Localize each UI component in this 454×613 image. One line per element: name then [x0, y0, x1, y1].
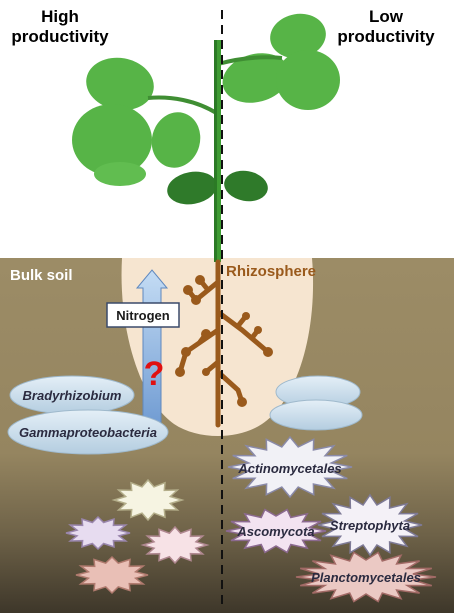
root-nodules	[175, 275, 273, 407]
actinomycetales-label: Actinomycetales	[237, 461, 341, 476]
rhizosphere-label: Rhizosphere	[226, 263, 316, 280]
right-ellipse-bottom	[269, 399, 363, 431]
small-burst-pink	[140, 525, 210, 565]
plant-leaves	[72, 13, 340, 186]
planctomycetales-label: Planctomycetales	[311, 570, 421, 585]
low-productivity-title-line2: productivity	[337, 27, 435, 46]
small-burst-salmon	[75, 555, 149, 595]
gammaproteobacteria-ellipse	[7, 409, 169, 455]
streptophyta-burst	[317, 493, 423, 557]
bulk-soil-label: Bulk soil	[10, 267, 73, 284]
ascomycota-label: Ascomycota	[236, 524, 314, 539]
ascomycota-burst	[225, 508, 327, 554]
high-productivity-title-line1: High	[41, 7, 79, 26]
nitrogen-label-box	[106, 302, 180, 328]
streptophyta-label: Streptophyta	[330, 518, 410, 533]
small-burst-cream	[111, 478, 185, 522]
bradyrhizobium-label: Bradyrhizobium	[23, 388, 122, 403]
plant-stem	[214, 40, 221, 262]
question-mark: ?	[144, 355, 165, 393]
planctomycetales-burst	[295, 551, 437, 603]
leaf-stems	[147, 55, 283, 116]
nitrogen-label: Nitrogen	[116, 308, 170, 323]
actinomycetales-burst	[227, 435, 353, 499]
low-productivity-title-line1: Low	[369, 7, 404, 26]
small-burst-lavender	[65, 515, 131, 551]
high-productivity-title-line2: productivity	[11, 27, 109, 46]
lower-dark-leaves	[167, 170, 268, 205]
gammaproteobacteria-label: Gammaproteobacteria	[19, 425, 157, 440]
